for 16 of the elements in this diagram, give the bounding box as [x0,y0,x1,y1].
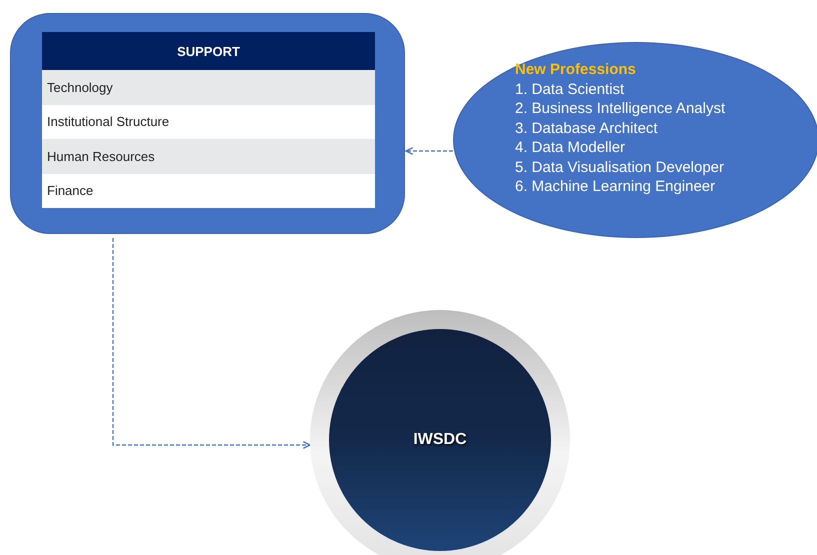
list-item: 3. Database Architect [515,118,658,138]
list-item: 4. Data Modeller [515,138,626,158]
table-row: Technology [42,70,375,104]
table-row: Human Resources [42,139,375,174]
list-item: 1. Data Scientist [515,80,624,99]
list-heading: New Professions [515,60,636,80]
table-header: SUPPORT [42,32,375,70]
list-item: 5. Data Visualisation Developer [515,158,724,177]
circle-label: IWSDC [413,431,467,449]
arrow [405,147,453,155]
table-row: Finance [42,174,375,208]
list-item: 2. Business Intelligence Analyst [515,99,726,118]
arrow [112,238,311,449]
support-panel [10,13,405,234]
table-row: Institutional Structure [42,104,375,139]
list-item: 6. Machine Learning Engineer [515,177,716,196]
